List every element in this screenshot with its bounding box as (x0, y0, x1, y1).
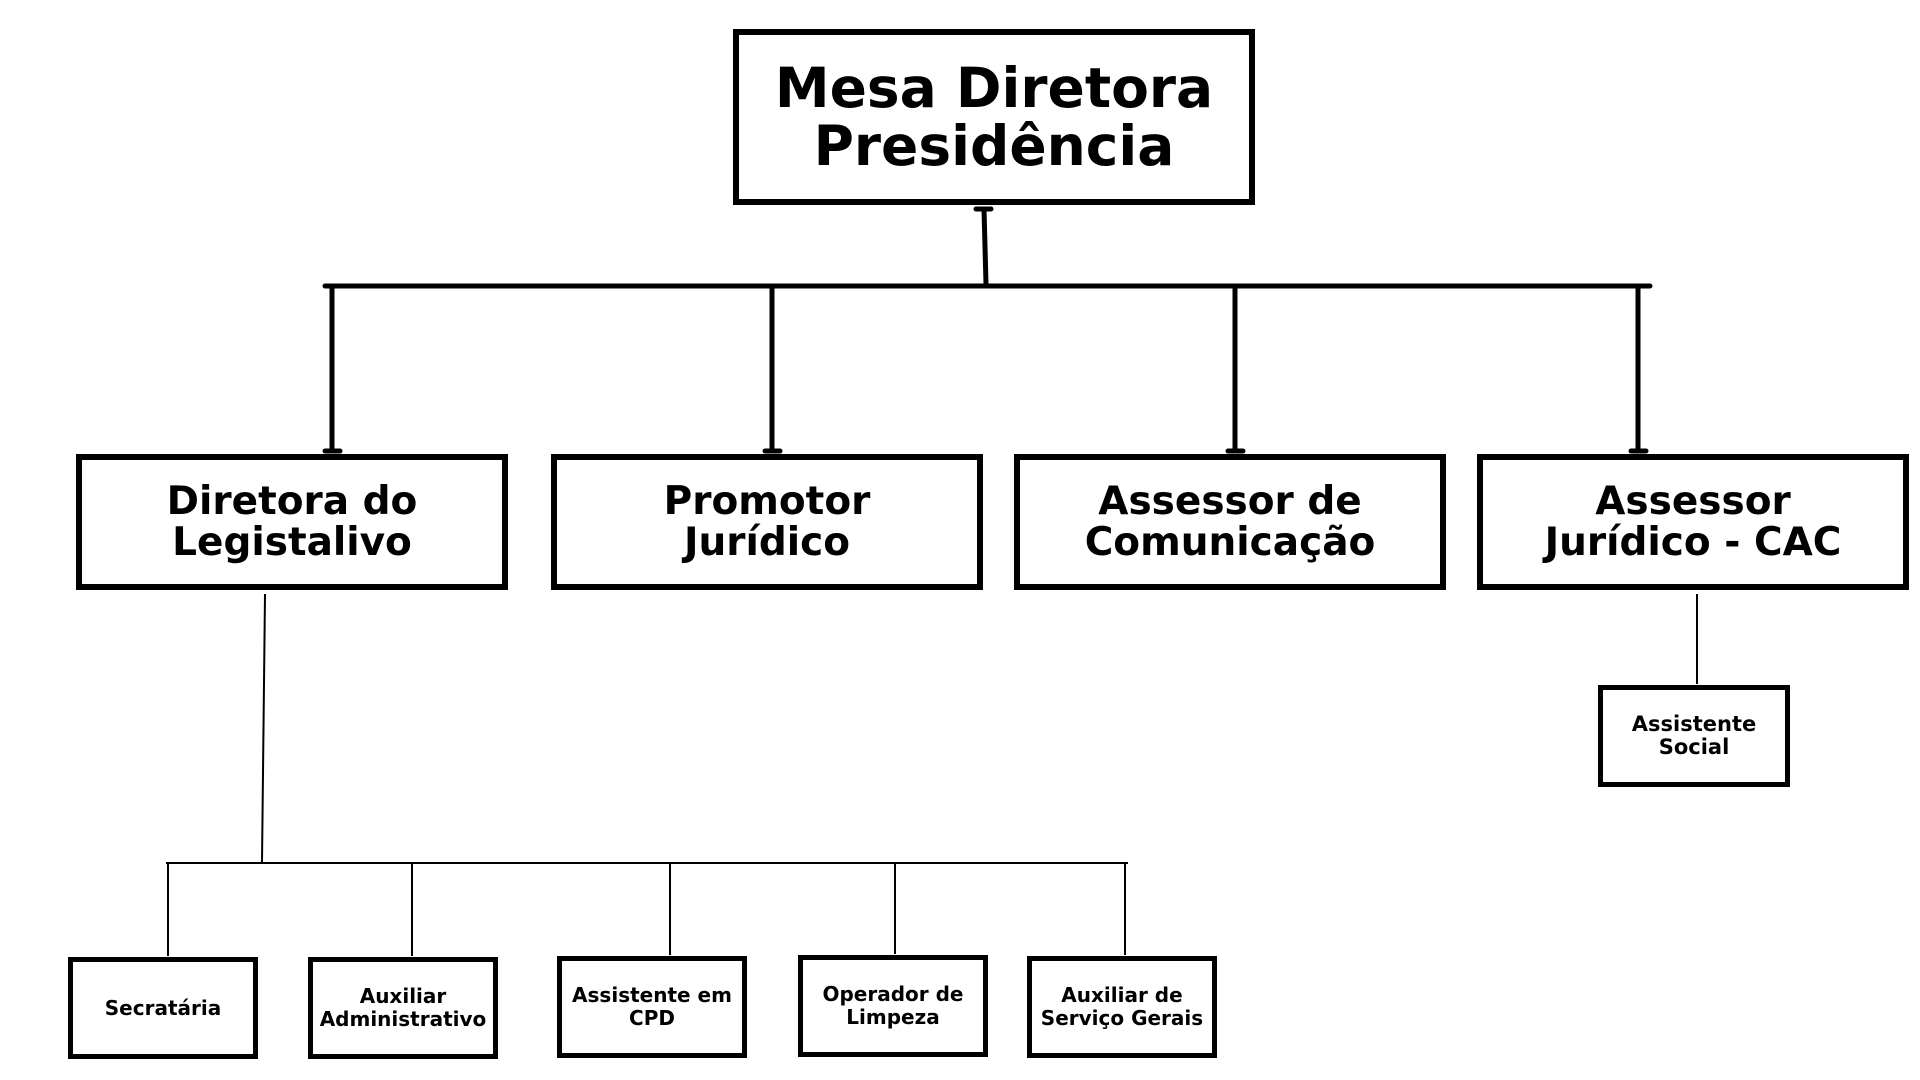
box-aux-adm-line2: Administrativo (319, 1007, 487, 1031)
box-secretaria: Secratária (68, 957, 258, 1059)
box-mesa-diretora: Mesa Diretora Presidência (733, 29, 1255, 205)
box-aux-servicos-line2: Serviço Gerais (1040, 1006, 1204, 1030)
box-assist-cpd-line2: CPD (629, 1006, 675, 1030)
box-promotor-juridico: Promotor Jurídico (551, 454, 983, 590)
box-aux-adm-line1: Auxiliar (359, 984, 447, 1008)
box-assessor-jur-line2: Jurídico - CAC (1544, 520, 1842, 565)
box-auxiliar-servicos-gerais: Auxiliar de Serviço Gerais (1027, 956, 1217, 1058)
box-diretora-line1: Diretora do (166, 479, 418, 524)
connector-diretora-down (261, 593, 266, 863)
box-diretora-line2: Legistalivo (172, 520, 412, 565)
box-aux-servicos-line1: Auxiliar de (1061, 983, 1183, 1007)
box-op-limpeza-line2: Limpeza (846, 1005, 940, 1029)
box-auxiliar-administrativo: Auxiliar Administrativo (308, 957, 498, 1059)
box-promotor-line1: Promotor (663, 479, 871, 524)
box-assessor-comunicacao: Assessor de Comunicação (1014, 454, 1446, 590)
box-diretora-legislativo: Diretora do Legistalivo (76, 454, 508, 590)
box-op-limpeza-line1: Operador de (822, 982, 964, 1006)
box-secretaria-line1: Secratária (104, 995, 222, 1020)
box-assistente-social-line1: Assistente (1631, 712, 1757, 736)
box-operador-limpeza: Operador de Limpeza (798, 955, 988, 1057)
box-mesa-diretora-line2: Presidência (813, 114, 1175, 178)
box-assistente-social-line2: Social (1658, 735, 1730, 759)
box-assist-cpd-line1: Assistente em (572, 983, 732, 1007)
connector-top-down (981, 206, 989, 287)
box-promotor-line2: Jurídico (683, 520, 851, 565)
box-assistente-cpd: Assistente em CPD (557, 956, 747, 1058)
box-mesa-diretora-line1: Mesa Diretora (774, 56, 1214, 120)
box-assistente-social: Assistente Social (1598, 685, 1790, 787)
box-assessor-com-line2: Comunicação (1084, 520, 1376, 565)
box-assessor-juridico-cac: Assessor Jurídico - CAC (1477, 454, 1909, 590)
box-assessor-com-line1: Assessor de (1098, 479, 1362, 524)
box-assessor-jur-line1: Assessor (1595, 479, 1791, 524)
